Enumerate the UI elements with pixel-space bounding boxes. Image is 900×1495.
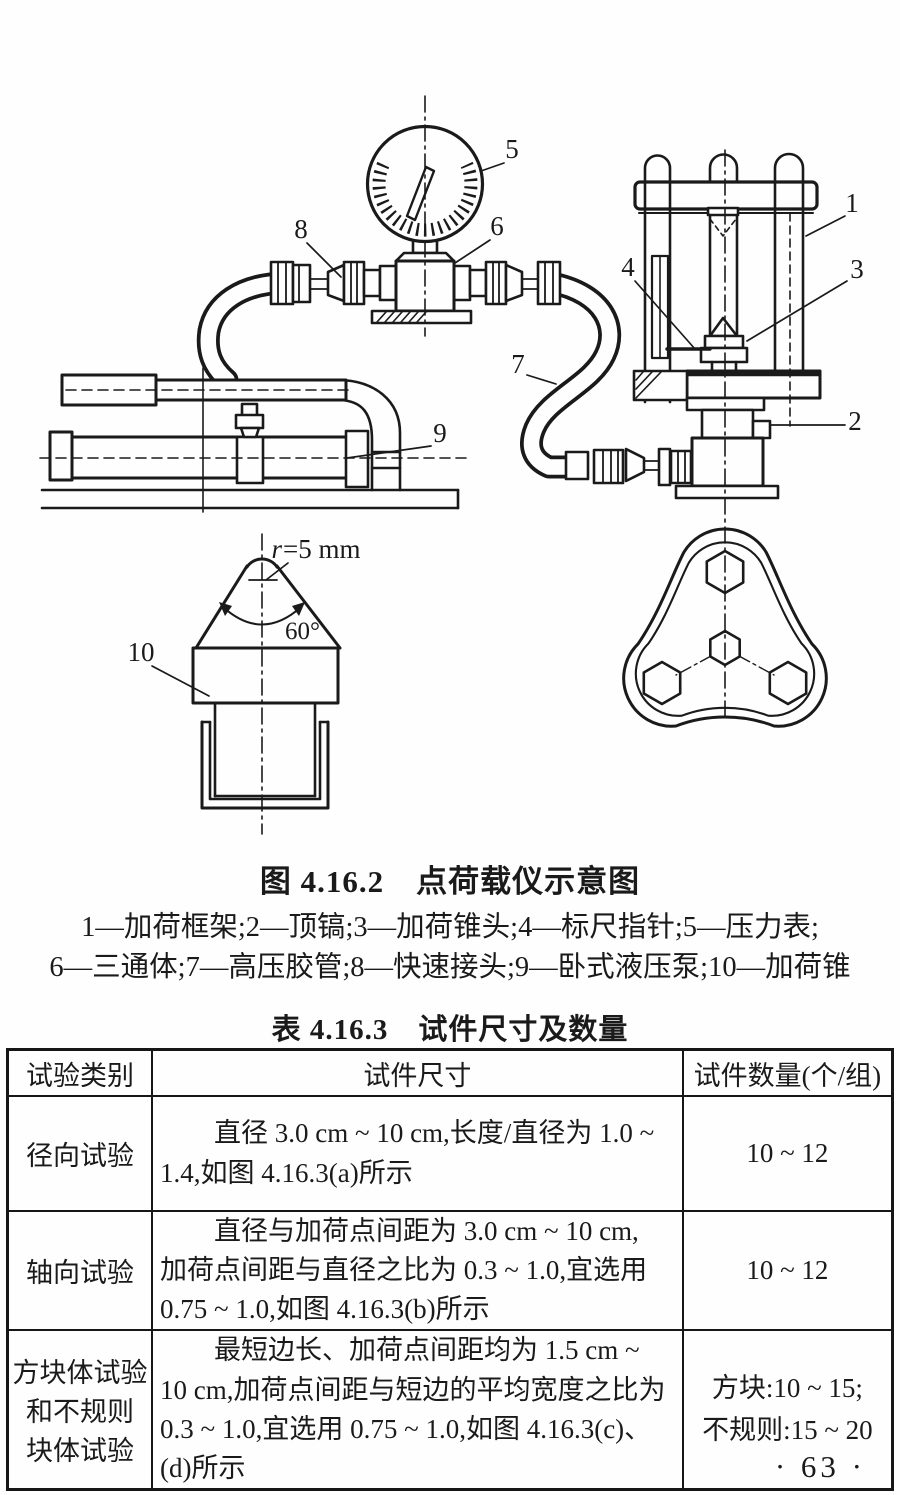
row1-size: 直径 3.0 cm ~ 10 cm,长度/直径为 1.0 ~ 1.4,如图 4.… [159, 1118, 655, 1188]
frame-crossbar [633, 180, 819, 211]
tee-body-and-fittings [269, 238, 562, 325]
header-specimen-quantity: 试件数量(个/组) [681, 1048, 894, 1097]
row3-size: 最短边长、加荷点间距均为 1.5 cm ~ 10 cm,加荷点间距与短边的平均宽… [159, 1335, 666, 1483]
figure-parts-list-line2: 6—三通体;7—高压胶管;8—快速接头;9—卧式液压泵;10—加荷锥 [49, 952, 851, 983]
table-row: 方块体试验 和不规则 块体试验 最短边长、加荷点间距均为 1.5 cm ~ 10… [6, 1329, 894, 1491]
header-test-category: 试验类别 [6, 1048, 153, 1097]
jack [564, 396, 780, 500]
page-number: · 63 · [774, 1449, 866, 1484]
header-specimen-size: 试件尺寸 [150, 1048, 684, 1097]
label-10: 10 [128, 637, 155, 667]
loading-frame [632, 152, 822, 404]
gauge-needle [405, 165, 436, 222]
jack-body [690, 436, 765, 488]
label-1: 1 [845, 188, 859, 218]
row3-category-line2: 和不规则 [25, 1397, 134, 1428]
leader-lines [151, 162, 848, 697]
label-6: 6 [490, 211, 504, 241]
label-7: 7 [511, 349, 525, 379]
table-row: 轴向试验 直径与加荷点间距为 3.0 cm ~ 10 cm,加荷点间距与直径之比… [6, 1209, 894, 1332]
table-row: 径向试验 直径 3.0 cm ~ 10 cm,长度/直径为 1.0 ~ 1.4,… [6, 1095, 894, 1212]
gauge-tick-ring [372, 161, 478, 237]
row3-category: 方块体试验 和不规则 块体试验 [6, 1329, 153, 1491]
figure-parts-list-line1: 1—加荷框架;2—顶镐;3—加荷锥头;4—标尺指针;5—压力表; [81, 912, 819, 943]
cone-angle-label: 60° [285, 618, 320, 645]
label-9: 9 [433, 418, 447, 448]
high-pressure-hose-left [196, 271, 297, 392]
loading-cone-detail [191, 557, 342, 810]
row3-category-line3: 块体试验 [25, 1436, 134, 1467]
table-title: 表 4.16.3 试件尺寸及数量 [271, 1014, 629, 1046]
row2-size: 直径与加荷点间距为 3.0 cm ~ 10 cm,加荷点间距与直径之比为 0.3… [159, 1216, 648, 1325]
point-load-apparatus-diagram: 1 2 3 4 5 6 7 8 9 10 r =5 mm 60° [39, 95, 864, 835]
row2-quantity: 10 ~ 12 [681, 1209, 894, 1332]
row3-quantity: 方块:10 ~ 15; 不规则:15 ~ 20 [681, 1329, 894, 1491]
part-number-labels: 1 2 3 4 5 6 7 8 9 10 r =5 mm 60° [128, 134, 864, 667]
row3-quantity-line1: 方块:10 ~ 15; [711, 1372, 863, 1403]
loading-cone-head [708, 316, 739, 338]
high-pressure-hose-7 [520, 271, 622, 479]
row2-category: 轴向试验 [6, 1209, 153, 1332]
row3-quantity-line2: 不规则:15 ~ 20 [702, 1414, 873, 1445]
row3-category-line1: 方块体试验 [12, 1358, 148, 1389]
tripod-base [622, 527, 828, 728]
figure-caption-title: 图 4.16.2 点荷载仪示意图 [259, 864, 641, 899]
row1-quantity: 10 ~ 12 [681, 1095, 894, 1212]
table-header-row: 试验类别 试件尺寸 试件数量(个/组) [6, 1048, 894, 1097]
label-8: 8 [294, 214, 308, 244]
centerlines [39, 95, 791, 835]
radius-symbol: r [271, 534, 282, 564]
radius-value: =5 mm [283, 534, 360, 564]
row1-category: 径向试验 [6, 1095, 153, 1212]
label-2: 2 [848, 406, 862, 436]
label-3: 3 [850, 254, 864, 284]
label-5: 5 [505, 134, 519, 164]
specimen-table: 试验类别 试件尺寸 试件数量(个/组) 径向试验 直径 3.0 cm ~ 10 … [6, 1048, 894, 1491]
label-4: 4 [621, 252, 635, 282]
